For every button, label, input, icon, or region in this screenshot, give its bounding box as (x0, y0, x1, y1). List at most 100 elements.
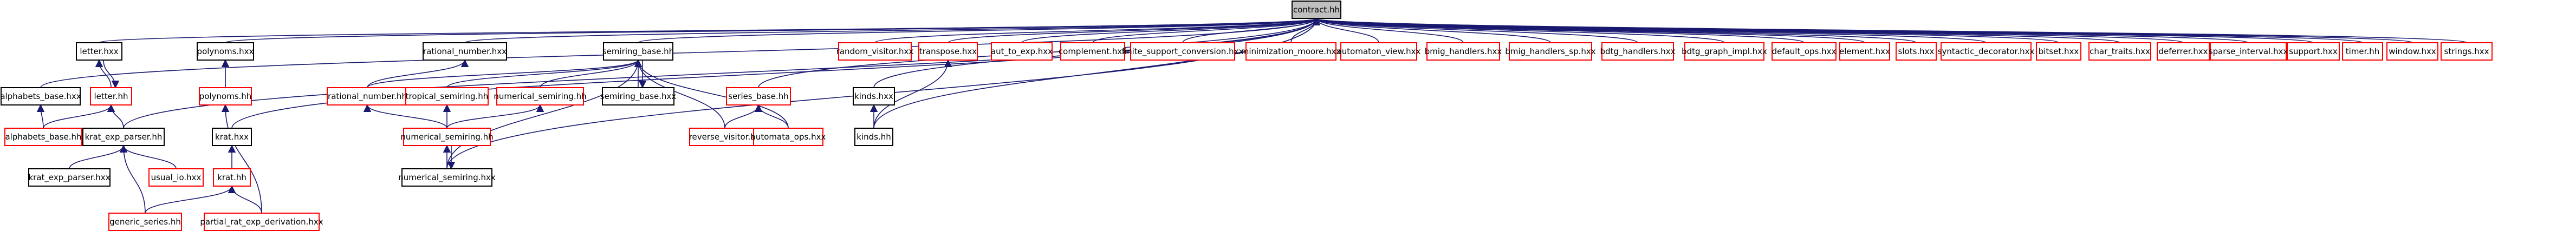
node-reverse-visitor-hh[interactable]: reverse_visitor.hh (689, 128, 761, 146)
node-box (197, 42, 254, 61)
node-label: semiring_base.hh (602, 47, 674, 57)
node-label: bdtg_graph_impl.hxx (1682, 47, 1767, 57)
node-label: support.hxx (2289, 47, 2338, 56)
node-window-hxx[interactable]: window.hxx (2386, 42, 2438, 61)
node-bmig-handlers-hxx[interactable]: bmig_handlers.hxx (1425, 42, 1502, 61)
node-label: letter.hh (94, 91, 128, 101)
node-series-base-hh[interactable]: series_base.hh (726, 87, 791, 105)
node-automata-ops-hxx[interactable]: automata_ops.hxx (751, 128, 826, 146)
node-semiring-base-hxx[interactable]: semiring_base.hxx (600, 87, 677, 105)
edge-bmig_handlers_sp_hxx-to-contract_hh (1313, 17, 1551, 43)
node-alphabets-base-hh[interactable]: alphabets_base.hh (4, 128, 82, 146)
node-element-hxx[interactable]: element.hxx (1839, 42, 1890, 61)
node-minimization-moore-hxx[interactable]: minimization_moore.hxx (1241, 42, 1341, 61)
node-label: window.hxx (2389, 47, 2436, 56)
node-random-visitor-hxx[interactable]: random_visitor.hxx (836, 42, 914, 61)
edge-reverse_visitor_hh-to-series_base_hh (724, 104, 763, 129)
node-numerical-semiring-hxx[interactable]: numerical_semiring.hxx (398, 168, 496, 187)
node-semiring-base-hh[interactable]: semiring_base.hh (602, 42, 674, 61)
node-label: alphabets_base.hh (5, 132, 81, 142)
node-kinds-hxx[interactable]: kinds.hxx (853, 87, 895, 105)
node-contract-hh[interactable]: contract.hh (1292, 1, 1341, 19)
node-support-hxx[interactable]: support.hxx (2287, 42, 2340, 61)
node-char-traits-hxx[interactable]: char_traits.hxx (2088, 42, 2151, 61)
node-bdtg-graph-impl-hxx[interactable]: bdtg_graph_impl.hxx (1682, 42, 1767, 61)
node-alphabets-base-hxx[interactable]: alphabets_base.hxx (0, 87, 81, 105)
node-label: aut_to_exp.hxx (991, 47, 1053, 57)
node-krat-hh[interactable]: krat.hh (213, 168, 251, 187)
node-label: alphabets_base.hxx (0, 91, 81, 102)
node-bmig-handlers-sp-hxx[interactable]: bmig_handlers_sp.hxx (1505, 42, 1596, 61)
node-box (2210, 42, 2287, 61)
node-polynoms-hxx[interactable]: polynoms.hxx (197, 42, 254, 61)
node-transpose-hxx[interactable]: transpose.hxx (918, 42, 978, 61)
node-box (689, 128, 761, 146)
node-label: generic_series.hh (109, 217, 181, 227)
node-numerical-semiring-hh-b[interactable]: numerical_semiring.hh (494, 87, 587, 105)
file-nodes: contract.hh letter.hxx alphabets_base.hxx l… (0, 1, 2493, 231)
node-deferrer-hxx[interactable]: deferrer.hxx (2157, 42, 2210, 61)
node-label: numerical_semiring.hh (400, 132, 493, 142)
node-rational-number-hh[interactable]: rational_number.hh (327, 87, 408, 105)
edge-generic_series_hh-to-krat_exp_parser_hh (119, 144, 146, 214)
edge-krat_hxx-to-contract_hh (231, 17, 1320, 129)
node-usual-io-hxx[interactable]: usual_io.hxx (148, 168, 204, 187)
node-label: sparse_interval.hxx (2209, 47, 2288, 57)
node-label: krat_exp_parser.hxx (28, 173, 110, 183)
node-label: semiring_base.hxx (600, 91, 677, 102)
node-letter-hh[interactable]: letter.hh (90, 87, 132, 105)
edge-reverse_visitor_hh-to-semiring_base_hh (634, 59, 725, 129)
node-tropical-semiring-hh[interactable]: tropical_semiring.hh (405, 87, 489, 105)
node-label: bmig_handlers.hxx (1425, 47, 1502, 57)
node-label: partial_rat_exp_derivation.hxx (200, 217, 323, 227)
node-label: numerical_semiring.hh (494, 91, 586, 102)
node-strings-hxx[interactable]: strings.hxx (2441, 42, 2493, 61)
node-krat-hxx[interactable]: krat.hxx (212, 128, 252, 146)
node-polynoms-hh[interactable]: polynoms.hh (199, 87, 252, 105)
edge-finite_support_conversion_hxx-to-contract_hh (1182, 17, 1321, 43)
node-automaton-view-hxx[interactable]: automaton_view.hxx (1337, 42, 1421, 61)
node-krat-exp-parser-hh[interactable]: krat_exp_parser.hh (82, 128, 165, 146)
node-timer-hh[interactable]: timer.hh (2342, 42, 2383, 61)
node-label: bdtg_handlers.hxx (1600, 47, 1675, 57)
node-aut-to-exp-hxx[interactable]: aut_to_exp.hxx (991, 42, 1053, 61)
node-syntactic-decorator-hxx[interactable]: syntactic_decorator.hxx (1938, 42, 2035, 61)
node-label: krat.hxx (215, 132, 249, 142)
node-numerical-semiring-hh[interactable]: numerical_semiring.hh (400, 128, 494, 146)
node-rational-number-hxx[interactable]: rational_number.hxx (423, 42, 507, 61)
node-bdtg-handlers-hxx[interactable]: bdtg_handlers.hxx (1600, 42, 1676, 61)
node-label: krat.hh (217, 173, 246, 182)
node-box (28, 168, 111, 187)
node-box (1896, 42, 1937, 61)
node-label: polynoms.hxx (197, 47, 254, 56)
node-label: transpose.hxx (919, 47, 977, 56)
edge-automata_ops_hxx-to-semiring_base_hh (634, 59, 789, 129)
node-letter-hxx[interactable]: letter.hxx (76, 42, 122, 61)
node-default-ops-hxx[interactable]: default_ops.hxx (1772, 42, 1837, 61)
edge-generic_series_hh-to-krat_hh (145, 185, 236, 214)
node-generic-series-hh[interactable]: generic_series.hh (108, 213, 182, 231)
node-kinds-hh[interactable]: kinds.hh (854, 128, 893, 146)
node-finite-support-conversion-hxx[interactable]: finite_support_conversion.hxx (1122, 42, 1244, 61)
node-box (90, 87, 132, 105)
node-label: deferrer.hxx (2158, 47, 2208, 56)
node-box (1426, 42, 1500, 61)
node-box (1684, 42, 1764, 61)
node-box (199, 87, 252, 105)
node-box (753, 128, 823, 146)
node-box (991, 42, 1053, 61)
node-slots-hxx[interactable]: slots.hxx (1896, 42, 1937, 61)
node-label: kinds.hxx (854, 91, 893, 101)
node-krat-exp-parser-hxx[interactable]: krat_exp_parser.hxx (28, 168, 111, 187)
node-sparse-interval-hxx[interactable]: sparse_interval.hxx (2209, 42, 2288, 61)
edge-usual_io_hxx-to-krat_exp_parser_hh (119, 144, 177, 169)
node-box (2088, 42, 2151, 61)
node-box (1130, 42, 1235, 61)
node-label: reverse_visitor.hh (689, 132, 761, 142)
node-box (854, 128, 893, 146)
node-label: char_traits.hxx (2090, 47, 2150, 57)
node-partial-rat-exp-derivation-hxx[interactable]: partial_rat_exp_derivation.hxx (200, 213, 323, 231)
node-complement-hxx[interactable]: complement.hxx (1059, 42, 1127, 61)
node-bitset-hxx[interactable]: bitset.hxx (2036, 42, 2081, 61)
